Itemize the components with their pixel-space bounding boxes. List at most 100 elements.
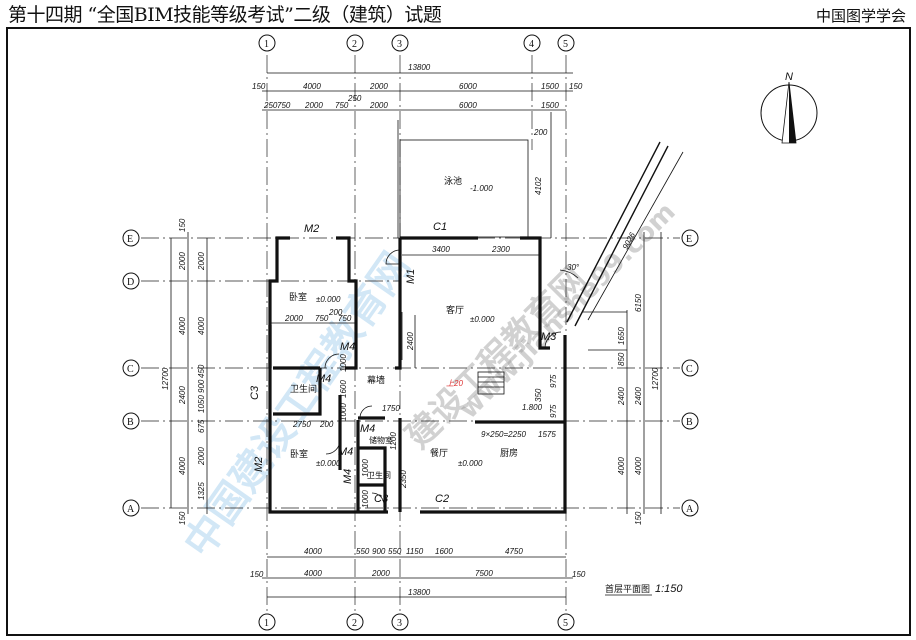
svg-text:250: 250 [347, 94, 362, 103]
svg-text:2: 2 [352, 618, 357, 629]
svg-text:A: A [127, 504, 135, 515]
svg-text:1500: 1500 [541, 82, 559, 91]
room-bedroom-2: 卧室 [290, 448, 308, 460]
svg-text:4102: 4102 [534, 177, 543, 195]
svg-text:12700: 12700 [651, 367, 660, 390]
room-dining: 餐厅 [430, 447, 448, 459]
left-dimensions: 12700 150 2000 4000 2400 4000 150 2000 4… [161, 218, 208, 525]
svg-text:675: 675 [197, 419, 206, 433]
svg-text:150: 150 [250, 570, 264, 579]
svg-text:900: 900 [372, 547, 386, 556]
svg-text:9×250=2250: 9×250=2250 [481, 430, 526, 439]
svg-text:3: 3 [397, 39, 402, 50]
svg-text:M4: M4 [340, 341, 355, 353]
svg-text:E: E [686, 234, 692, 245]
svg-text:M3: M3 [541, 331, 557, 343]
svg-text:2000: 2000 [369, 82, 388, 91]
svg-text:850: 850 [617, 352, 626, 366]
opening-labels: M1 M2 M2 M3 M4 M4 M4 M4 M4 C1 C2 C3 C3 [249, 221, 557, 505]
svg-text:150: 150 [178, 218, 187, 232]
svg-text:4750: 4750 [505, 547, 523, 556]
svg-text:3400: 3400 [432, 245, 450, 254]
svg-text:750: 750 [315, 314, 329, 323]
svg-text:350: 350 [534, 388, 543, 402]
svg-text:2400: 2400 [178, 386, 187, 405]
svg-text:1.800: 1.800 [522, 403, 543, 412]
svg-text:150: 150 [178, 511, 187, 525]
svg-text:2000: 2000 [371, 569, 390, 578]
svg-text:±0.000: ±0.000 [316, 459, 341, 468]
svg-text:2000: 2000 [197, 447, 206, 466]
svg-text:D: D [127, 277, 134, 288]
svg-text:2400: 2400 [406, 332, 415, 351]
svg-text:30°: 30° [567, 263, 580, 272]
svg-text:M2: M2 [253, 457, 265, 472]
svg-text:150: 150 [572, 570, 586, 579]
svg-text:M1: M1 [405, 269, 417, 284]
drawing-frame [6, 27, 911, 636]
svg-text:3: 3 [397, 618, 402, 629]
svg-text:750: 750 [335, 101, 349, 110]
svg-text:1325: 1325 [197, 482, 206, 500]
svg-text:250: 250 [263, 101, 278, 110]
svg-text:2350: 2350 [399, 470, 408, 489]
organization-name: 中国图学学会 [815, 7, 906, 25]
svg-text:450: 450 [197, 364, 206, 378]
svg-text:6000: 6000 [459, 101, 477, 110]
svg-text:4: 4 [529, 39, 534, 50]
svg-text:150: 150 [634, 511, 643, 525]
svg-text:M4: M4 [342, 469, 354, 484]
svg-text:2: 2 [352, 39, 357, 50]
svg-text:12700: 12700 [161, 367, 170, 390]
svg-text:2000: 2000 [178, 252, 187, 271]
svg-text:2300: 2300 [491, 245, 510, 254]
svg-text:C: C [127, 364, 134, 375]
svg-text:2000: 2000 [304, 101, 323, 110]
interior-dimensions: 200 4102 3400 2300 2000 750 200 750 2400… [271, 128, 558, 508]
svg-text:2000: 2000 [369, 101, 388, 110]
svg-text:M2: M2 [304, 223, 319, 235]
svg-text:4000: 4000 [178, 317, 187, 335]
svg-text:5: 5 [563, 39, 568, 50]
room-bath-1: 卫生间 [290, 383, 317, 395]
svg-text:1: 1 [264, 618, 269, 629]
svg-text:C2: C2 [435, 493, 449, 505]
svg-text:6000: 6000 [459, 82, 477, 91]
svg-text:1200: 1200 [389, 432, 398, 450]
svg-text:±0.000: ±0.000 [316, 295, 341, 304]
svg-text:1000: 1000 [339, 403, 348, 421]
door-swings [324, 249, 562, 506]
svg-text:1575: 1575 [538, 430, 556, 439]
svg-text:13800: 13800 [408, 63, 431, 72]
svg-text:2400: 2400 [634, 387, 643, 406]
svg-text:C3: C3 [374, 493, 389, 505]
svg-text:E: E [127, 234, 133, 245]
north-arrow-icon: N [760, 71, 818, 144]
svg-text:200: 200 [533, 128, 548, 137]
drawing-title: 首层平面图 1:150 [605, 583, 683, 596]
svg-text:C3: C3 [249, 385, 261, 400]
svg-text:13800: 13800 [408, 588, 431, 597]
svg-text:M4: M4 [316, 373, 331, 385]
svg-text:1750: 1750 [382, 404, 400, 413]
svg-text:www.jianshe99.com: www.jianshe99.com [454, 197, 682, 425]
svg-text:4000: 4000 [178, 457, 187, 475]
room-labels: 泳池 -1.000 卧室 ±0.000 客厅 ±0.000 卫生间 幕墙 上20… [289, 175, 543, 480]
svg-text:150: 150 [569, 82, 583, 91]
svg-text:550: 550 [388, 547, 402, 556]
svg-text:上20: 上20 [446, 379, 463, 388]
svg-text:200: 200 [328, 308, 343, 317]
right-dimensions: 1650 850 2400 4000 150 6150 2400 4000 12… [582, 232, 662, 525]
svg-text:M4: M4 [360, 423, 375, 435]
svg-text:200: 200 [319, 420, 334, 429]
svg-text:2400: 2400 [617, 387, 626, 406]
svg-text:首层平面图: 首层平面图 [605, 583, 650, 595]
svg-text:2000: 2000 [197, 252, 206, 271]
room-bath-2: 卫生间 [367, 470, 391, 480]
axis-bubbles: 1 2 3 4 5 1 2 3 5 E D C B A E C B A [122, 34, 699, 631]
pool [399, 139, 529, 238]
room-pool: 泳池 [444, 175, 462, 187]
svg-text:4000: 4000 [197, 317, 206, 335]
svg-text:6150: 6150 [634, 294, 643, 312]
